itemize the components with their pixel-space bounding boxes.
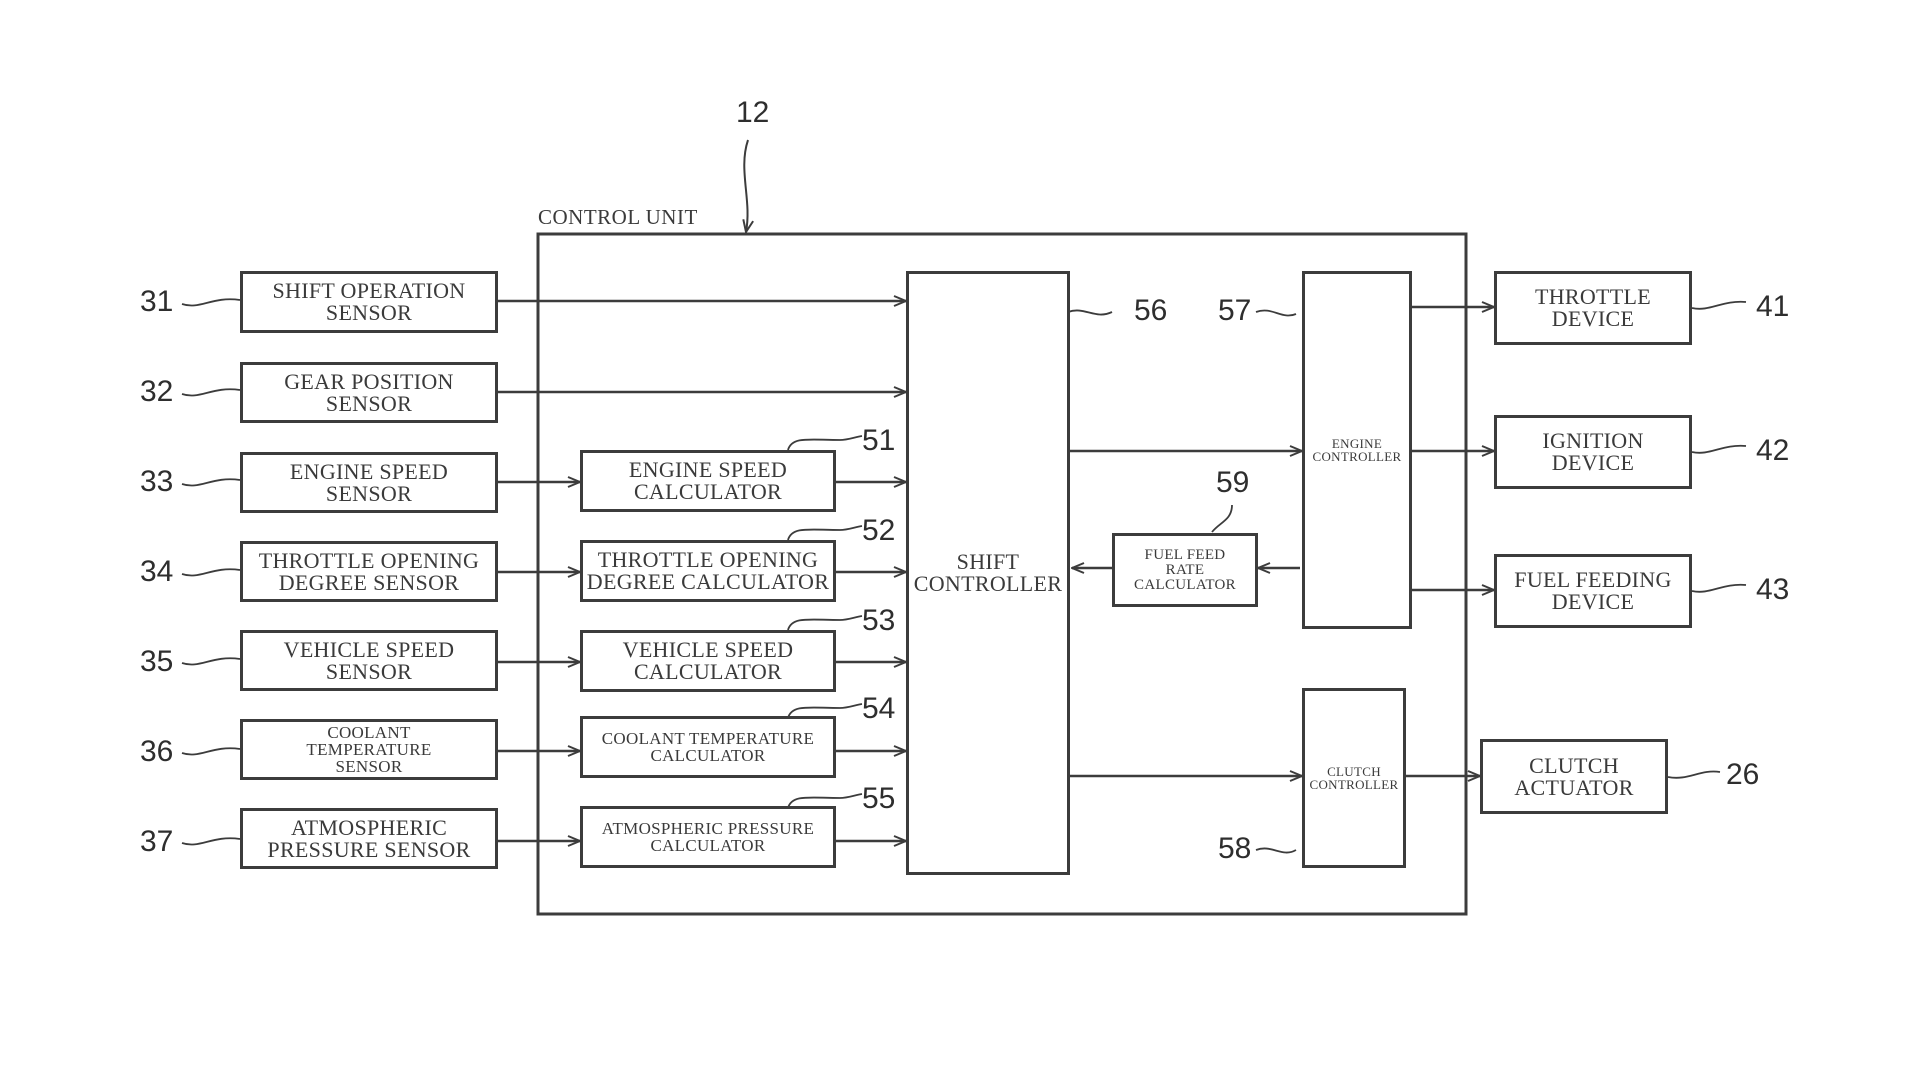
- ref-55: 55: [862, 782, 896, 815]
- vehicle-speed-calculator: VEHICLE SPEED CALCULATOR: [580, 630, 836, 692]
- leader-37: [181, 837, 241, 846]
- leader-51: [787, 435, 863, 451]
- engine-speed-sensor-label: ENGINE SPEED SENSOR: [289, 458, 449, 506]
- ref-33: 33: [140, 465, 174, 498]
- coolant-temperature-sensor: COOLANT TEMPERATURE SENSOR: [240, 719, 498, 780]
- atmospheric-pressure-calculator-label: ATMOSPHERIC PRESSURE CALCULATOR: [601, 819, 815, 855]
- leader-31: [181, 298, 241, 307]
- ref-32: 32: [140, 375, 174, 408]
- clutch-controller-label: CLUTCH CONTROLLER: [1309, 764, 1399, 792]
- control-unit-label: CONTROL UNIT: [538, 205, 698, 229]
- ref-58: 58: [1218, 832, 1252, 865]
- throttle-opening-degree-calculator: THROTTLE OPENING DEGREE CALCULATOR: [580, 540, 836, 602]
- gear-position-sensor: GEAR POSITION SENSOR: [240, 362, 498, 423]
- clutch-actuator: CLUTCH ACTUATOR: [1480, 739, 1668, 814]
- engine-speed-calculator-label: ENGINE SPEED CALCULATOR: [628, 457, 788, 504]
- control-unit-frame: [536, 232, 1468, 916]
- ref-42: 42: [1756, 434, 1790, 467]
- leader-41: [1691, 300, 1747, 310]
- ref-53: 53: [862, 604, 896, 637]
- leader-57: [1255, 309, 1297, 317]
- vehicle-speed-sensor: VEHICLE SPEED SENSOR: [240, 630, 498, 691]
- ref-52: 52: [862, 514, 896, 547]
- throttle-opening-degree-sensor: THROTTLE OPENING DEGREE SENSOR: [240, 541, 498, 602]
- shift-operation-sensor: SHIFT OPERATION SENSOR: [240, 271, 498, 333]
- leader-26: [1667, 770, 1721, 779]
- fuel-feeding-device-label: FUEL FEEDING DEVICE: [1514, 567, 1672, 614]
- ref-54: 54: [862, 692, 896, 725]
- ref-31: 31: [140, 285, 174, 318]
- ref-59: 59: [1216, 466, 1250, 499]
- clutch-controller: CLUTCH CONTROLLER: [1302, 688, 1406, 868]
- fuel-feeding-device: FUEL FEEDING DEVICE: [1494, 554, 1692, 628]
- shift-controller: SHIFT CONTROLLER: [906, 271, 1070, 875]
- engine-speed-sensor: ENGINE SPEED SENSOR: [240, 452, 498, 513]
- ref-41: 41: [1756, 290, 1790, 323]
- leader-32: [181, 388, 241, 397]
- coolant-temperature-calculator-label: COOLANT TEMPERATURE CALCULATOR: [601, 729, 815, 765]
- ref-34: 34: [140, 555, 174, 588]
- leader-58: [1255, 847, 1297, 854]
- shift-operation-sensor-label: SHIFT OPERATION SENSOR: [272, 278, 466, 325]
- ref-51: 51: [862, 424, 896, 457]
- atmospheric-pressure-sensor-label: ATMOSPHERIC PRESSURE SENSOR: [267, 814, 471, 862]
- throttle-opening-degree-calculator-label: THROTTLE OPENING DEGREE CALCULATOR: [586, 547, 830, 594]
- engine-speed-calculator: ENGINE SPEED CALCULATOR: [580, 450, 836, 512]
- shift-controller-label: SHIFT CONTROLLER: [913, 549, 1063, 596]
- fuel-feed-rate-calculator: FUEL FEED RATE CALCULATOR: [1112, 533, 1258, 607]
- leader-43: [1691, 583, 1747, 593]
- atmospheric-pressure-sensor: ATMOSPHERIC PRESSURE SENSOR: [240, 808, 498, 869]
- vehicle-speed-calculator-label: VEHICLE SPEED CALCULATOR: [622, 637, 794, 684]
- ignition-device: IGNITION DEVICE: [1494, 415, 1692, 489]
- leader-35: [181, 657, 241, 666]
- ref-37: 37: [140, 825, 174, 858]
- ref-43: 43: [1756, 573, 1790, 606]
- throttle-device-label: THROTTLE DEVICE: [1534, 284, 1652, 331]
- leader-56: [1067, 309, 1113, 316]
- gear-position-sensor-label: GEAR POSITION SENSOR: [284, 368, 454, 416]
- ref-36: 36: [140, 735, 174, 768]
- ref-56: 56: [1134, 294, 1168, 327]
- engine-controller-label: ENGINE CONTROLLER: [1312, 436, 1402, 464]
- ref-57: 57: [1218, 294, 1252, 327]
- leader-36: [181, 747, 241, 756]
- atmospheric-pressure-calculator: ATMOSPHERIC PRESSURE CALCULATOR: [580, 806, 836, 868]
- throttle-device: THROTTLE DEVICE: [1494, 271, 1692, 345]
- leader-55: [787, 793, 863, 809]
- ref-26: 26: [1726, 758, 1760, 791]
- ref-12: 12: [736, 96, 770, 129]
- leader-34: [181, 568, 241, 577]
- coolant-temperature-calculator: COOLANT TEMPERATURE CALCULATOR: [580, 716, 836, 778]
- throttle-opening-degree-sensor-label: THROTTLE OPENING DEGREE SENSOR: [258, 547, 480, 595]
- vehicle-speed-sensor-label: VEHICLE SPEED SENSOR: [283, 636, 455, 684]
- leader-53: [787, 615, 863, 631]
- ignition-device-label: IGNITION DEVICE: [1542, 428, 1644, 475]
- leader-54: [787, 703, 863, 719]
- clutch-actuator-label: CLUTCH ACTUATOR: [1514, 752, 1634, 800]
- ref-35: 35: [140, 645, 174, 678]
- ref-12-leader: [744, 139, 748, 232]
- fuel-feed-rate-calculator-label: FUEL FEED RATE CALCULATOR: [1134, 546, 1236, 593]
- coolant-temperature-sensor-label: COOLANT TEMPERATURE SENSOR: [306, 723, 432, 776]
- leader-33: [181, 478, 241, 487]
- leader-52: [787, 525, 863, 541]
- leader-59: [1211, 504, 1233, 533]
- engine-controller: ENGINE CONTROLLER: [1302, 271, 1412, 629]
- leader-42: [1691, 444, 1747, 454]
